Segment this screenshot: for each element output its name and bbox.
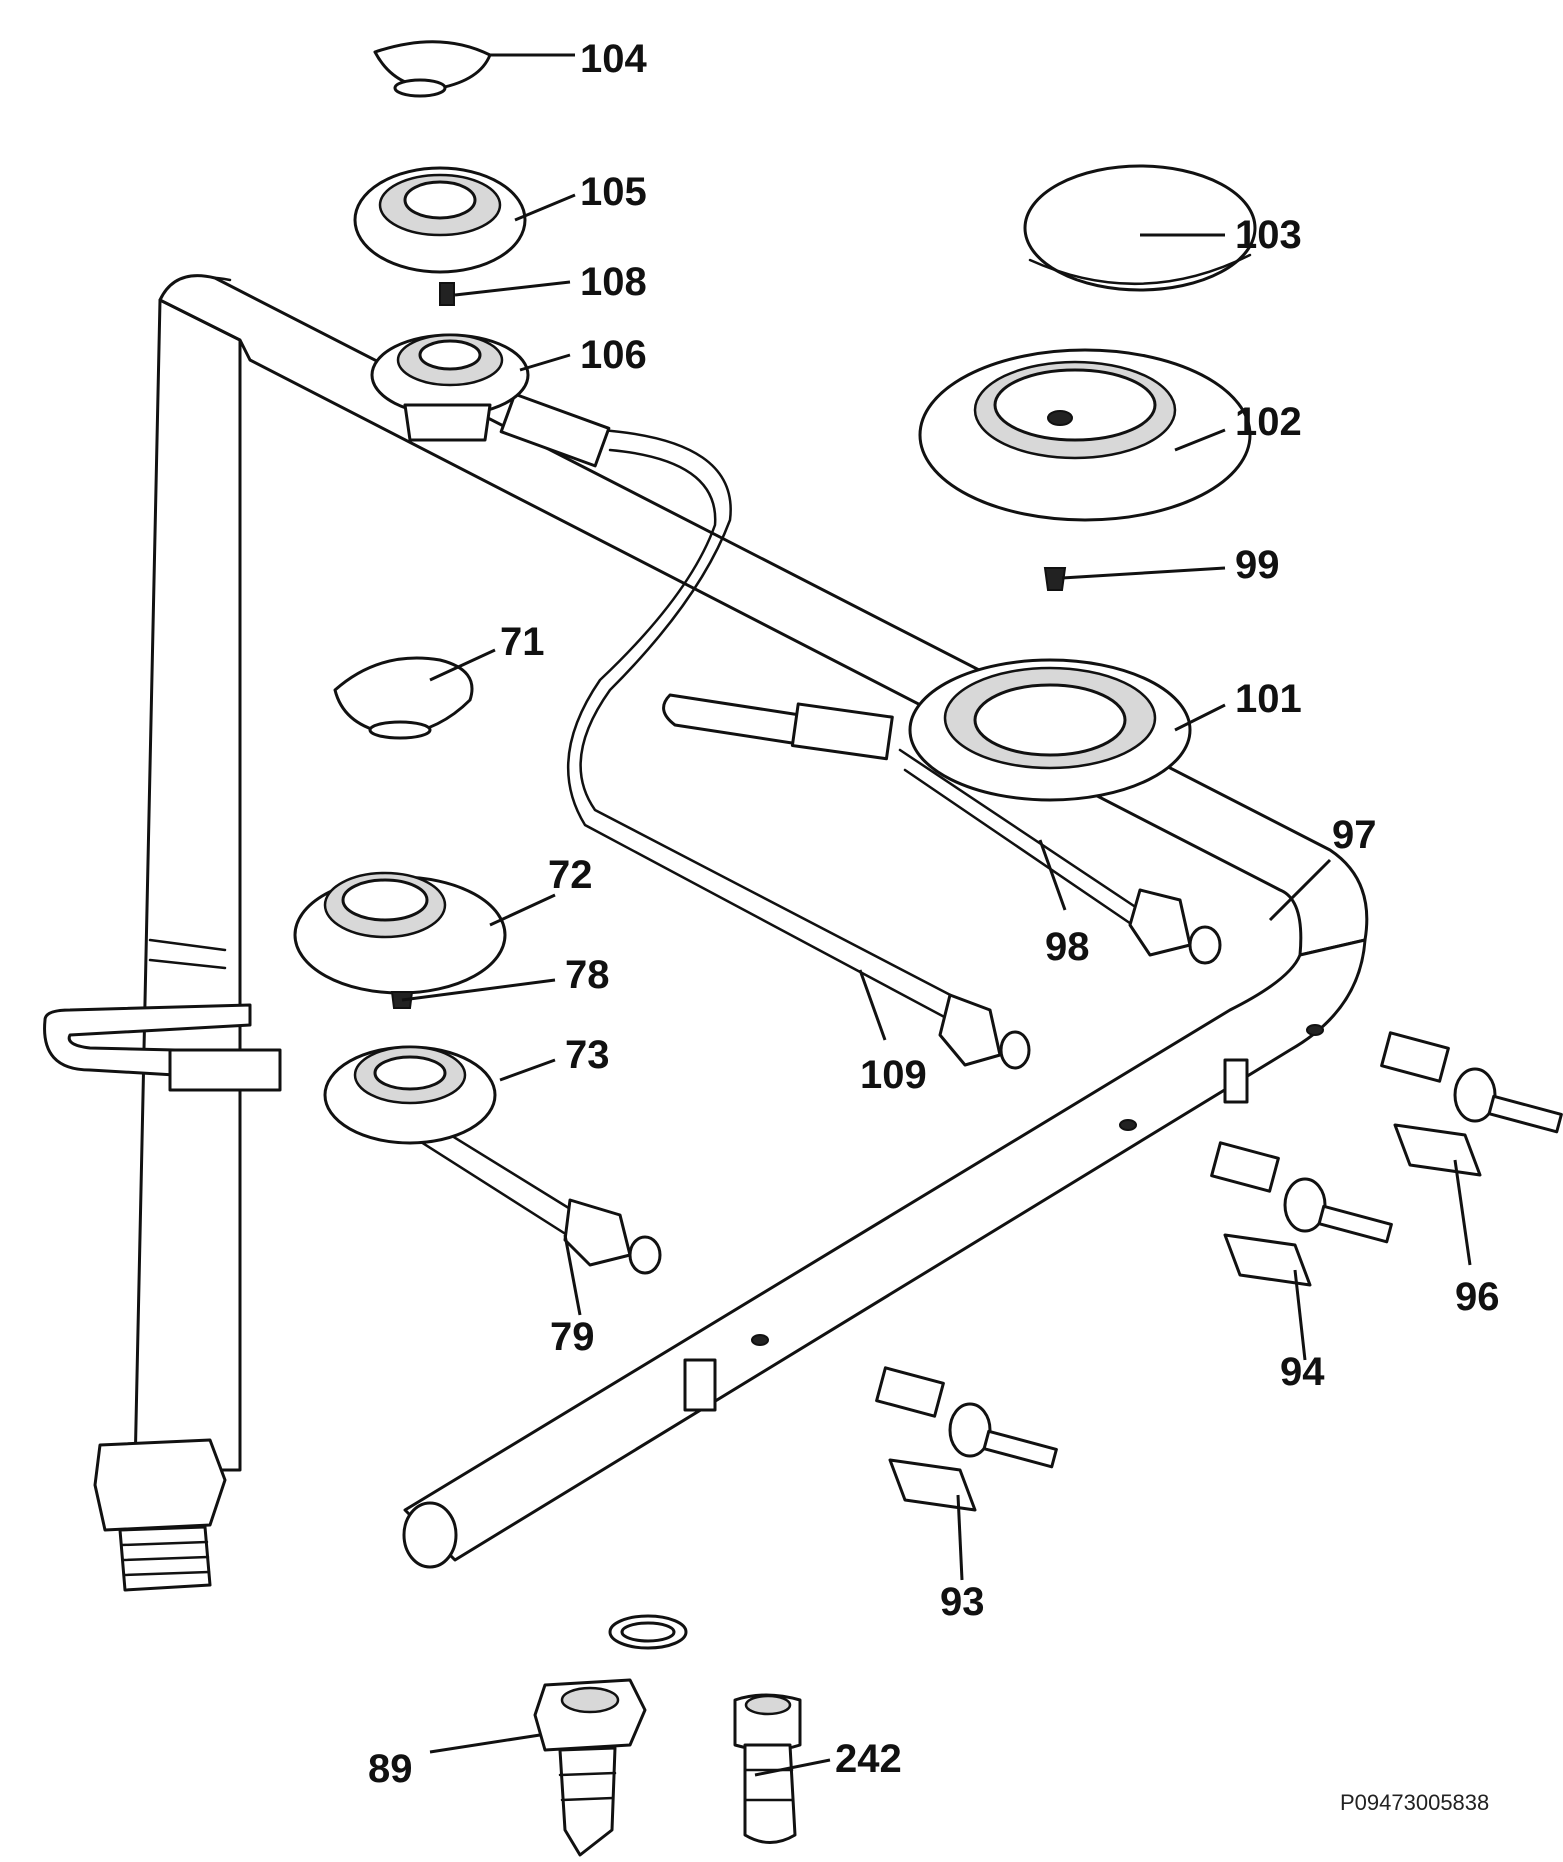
part-label-94: 94	[1280, 1350, 1325, 1394]
part-label-97: 97	[1332, 813, 1377, 857]
supply-pipe-large-drawing	[662, 693, 1222, 965]
drawing-code: P09473005838	[1340, 1790, 1489, 1815]
gas-valves-drawing	[875, 1031, 1563, 1512]
part-label-102: 102	[1235, 400, 1302, 444]
part-label-78: 78	[565, 953, 610, 997]
part-label-89: 89	[368, 1747, 413, 1791]
part-label-105: 105	[580, 170, 647, 214]
part-label-103: 103	[1235, 213, 1302, 257]
part-label-99: 99	[1235, 543, 1280, 587]
part-label-72: 72	[548, 853, 593, 897]
burner-small-drawing	[353, 40, 530, 442]
leader-lines	[401, 53, 1472, 1777]
part-label-101: 101	[1235, 677, 1302, 721]
part-label-242: 242	[835, 1737, 902, 1781]
part-label-93: 93	[940, 1580, 985, 1624]
part-label-109: 109	[860, 1053, 927, 1097]
gas-valve-right-shape	[1380, 1031, 1563, 1177]
part-label-104: 104	[580, 37, 647, 81]
part-label-96: 96	[1455, 1275, 1500, 1319]
gas-valve-middle-shape	[1210, 1141, 1393, 1287]
part-label-79: 79	[550, 1315, 595, 1359]
part-label-71: 71	[500, 620, 545, 664]
supply-pipe-small-drawing	[499, 392, 1031, 1070]
gas-valve-front-shape	[875, 1366, 1058, 1512]
burner-large-drawing	[908, 164, 1257, 802]
part-label-98: 98	[1045, 925, 1090, 969]
fittings-drawing	[533, 1614, 802, 1857]
part-label-106: 106	[580, 333, 647, 377]
part-labels: 104 105 108 106 103 102 99 71 101 97 72 …	[368, 37, 1500, 1791]
burner-medium-drawing	[293, 656, 507, 1145]
supply-pipe-medium-drawing	[43, 1003, 662, 1275]
part-label-108: 108	[580, 260, 647, 304]
part-label-73: 73	[565, 1033, 610, 1077]
